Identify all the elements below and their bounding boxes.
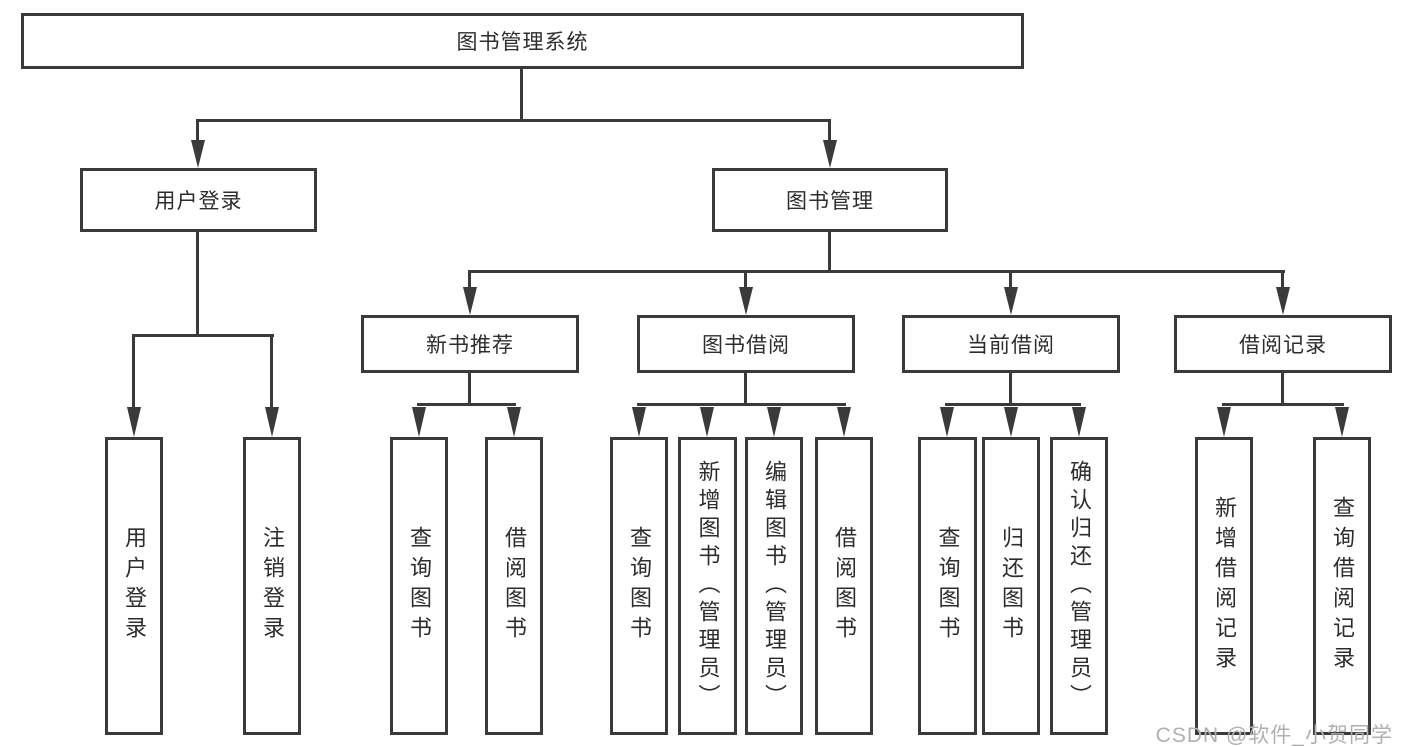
arrowhead-down-icon (1276, 287, 1290, 315)
node-label: 图书借阅 (702, 334, 790, 357)
leaf-add-borrow-record: 新增借阅记录 (1195, 437, 1253, 735)
connector-line (1009, 270, 1012, 289)
arrowhead-down-icon (1217, 407, 1231, 437)
connector-line (1222, 403, 1344, 406)
arrowhead-down-icon (940, 407, 954, 437)
node-label: 用户登录 (154, 190, 243, 213)
connector-line (132, 334, 274, 337)
connector-line (637, 403, 846, 406)
arrowhead-down-icon (700, 407, 714, 437)
arrowhead-down-icon (1004, 287, 1018, 315)
leaf-add-book-admin: 新增图书（管理员） (678, 437, 737, 735)
leaf-query-books-recommend: 查询图书 (390, 437, 448, 735)
arrowhead-down-icon (837, 407, 851, 437)
leaf-label: 编辑图书（管理员） (762, 460, 787, 712)
node-label: 图书管理系统 (456, 31, 589, 54)
arrowhead-down-icon (1072, 407, 1086, 437)
connector-line (1281, 373, 1284, 405)
csdn-watermark: CSDN @软件_小贺同学 (1155, 724, 1393, 747)
connector-line (744, 270, 747, 289)
leaf-user-login: 用户登录 (105, 437, 163, 735)
leaf-return-books: 归还图书 (982, 437, 1040, 735)
leaf-label: 查询图书 (627, 526, 652, 646)
arrowhead-down-icon (739, 287, 753, 315)
leaf-label: 归还图书 (999, 526, 1024, 646)
arrowhead-down-icon (1335, 407, 1349, 437)
arrowhead-down-icon (767, 407, 781, 437)
node-book-management: 图书管理 (712, 168, 948, 232)
arrowhead-down-icon (127, 407, 141, 437)
connector-line (468, 373, 471, 405)
connector-line (520, 69, 523, 121)
connector-line (468, 270, 1285, 273)
leaf-borrow-books-borrowing: 借阅图书 (815, 437, 873, 735)
connector-line (1281, 270, 1284, 289)
node-borrowing-records: 借阅记录 (1174, 315, 1392, 373)
leaf-edit-book-admin: 编辑图书（管理员） (745, 437, 803, 735)
connector-line (828, 232, 831, 272)
node-label: 图书管理 (786, 190, 874, 213)
connector-line (468, 270, 471, 289)
leaf-confirm-return-admin: 确认归还（管理员） (1050, 437, 1108, 735)
leaf-label: 借阅图书 (832, 526, 857, 646)
arrowhead-down-icon (632, 407, 646, 437)
node-label: 新书推荐 (426, 334, 514, 357)
leaf-query-books-borrowing: 查询图书 (610, 437, 668, 735)
arrowhead-down-icon (412, 407, 426, 437)
leaf-borrow-books-recommend: 借阅图书 (485, 437, 543, 735)
connector-line (270, 334, 273, 409)
node-library-management-system: 图书管理系统 (21, 13, 1024, 69)
node-book-borrowing: 图书借阅 (637, 315, 855, 373)
connector-line (196, 119, 199, 143)
arrowhead-down-icon (823, 140, 837, 168)
leaf-label: 新增借阅记录 (1212, 496, 1237, 676)
leaf-label: 确认归还（管理员） (1067, 460, 1092, 712)
leaf-query-books-current: 查询图书 (918, 437, 977, 735)
arrowhead-down-icon (463, 287, 477, 315)
node-current-borrowing: 当前借阅 (902, 315, 1120, 373)
node-label: 借阅记录 (1239, 334, 1327, 357)
connector-line (828, 119, 831, 143)
leaf-label: 新增图书（管理员） (695, 460, 721, 712)
arrowhead-down-icon (1004, 407, 1018, 437)
leaf-label: 查询图书 (407, 526, 432, 646)
connector-line (196, 232, 199, 336)
connector-line (417, 403, 516, 406)
connector-line (945, 403, 1081, 406)
leaf-label: 查询图书 (935, 526, 961, 646)
arrowhead-down-icon (265, 407, 279, 437)
leaf-logout: 注销登录 (243, 437, 301, 735)
leaf-label: 借阅图书 (502, 526, 527, 646)
connector-line (1009, 373, 1012, 405)
connector-line (196, 119, 831, 122)
arrowhead-down-icon (507, 407, 521, 437)
arrowhead-down-icon (191, 140, 205, 168)
connector-line (132, 334, 135, 409)
leaf-label: 用户登录 (122, 526, 147, 646)
node-user-login: 用户登录 (80, 168, 317, 232)
leaf-query-borrow-record: 查询借阅记录 (1313, 437, 1371, 735)
node-new-book-recommend: 新书推荐 (361, 315, 579, 373)
leaf-label: 查询借阅记录 (1330, 496, 1355, 676)
node-label: 当前借阅 (967, 334, 1055, 357)
connector-line (744, 373, 747, 405)
leaf-label: 注销登录 (260, 526, 285, 646)
